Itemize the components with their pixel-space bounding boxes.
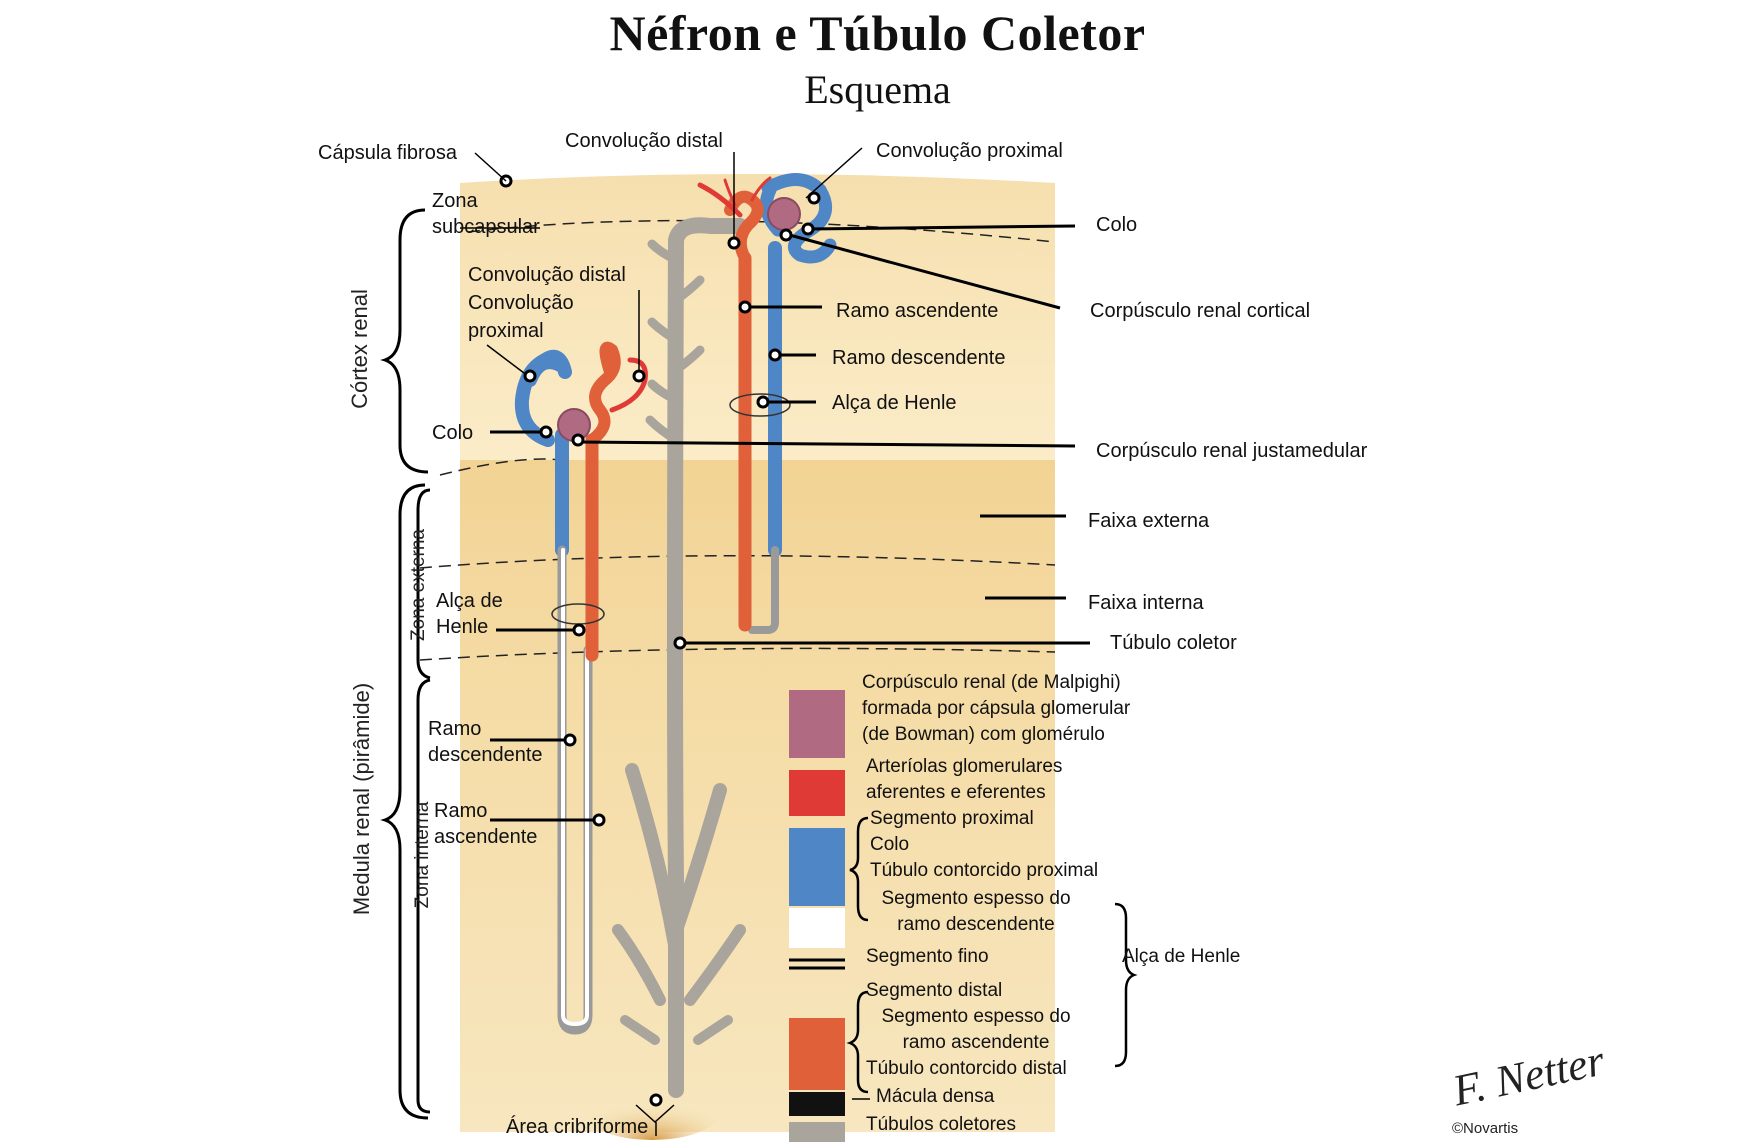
legend-macula-densa: Mácula densa <box>876 1086 995 1107</box>
swatch-arteriolas <box>789 770 845 816</box>
legend-proximal-2: Colo <box>870 834 910 855</box>
label-convolucao-distal-top: Convolução distal <box>565 130 723 152</box>
swatch-macula <box>789 1092 845 1116</box>
swatch-coletores <box>789 1122 845 1142</box>
legend-corpusculo-3: (de Bowman) com glomérulo <box>862 724 1105 745</box>
medulla-brace <box>380 483 429 1120</box>
legend-distal-1: Segmento distal <box>866 980 1003 1001</box>
zona-externa-brace <box>416 488 431 680</box>
legend-espesso-asc-2: ramo ascendente <box>902 1032 1050 1053</box>
label-zona-subcapsular-1: Zona <box>432 190 478 212</box>
label-faixa-interna: Faixa interna <box>1088 592 1204 614</box>
zone-braces <box>380 208 431 1120</box>
legend-espesso-asc-1: Segmento espesso do <box>881 1006 1071 1027</box>
legend-braces <box>846 816 1138 1094</box>
legend-contorcido-distal: Túbulo contorcido distal <box>866 1058 1067 1079</box>
area-cribriforme-region <box>582 1080 722 1140</box>
legend-alca-de-henle: Alça de Henle <box>1122 946 1241 967</box>
legend-arteriolas-1: Arteríolas glomerulares <box>866 756 1063 777</box>
cortex-brace <box>380 208 429 474</box>
label-ramo-descendente-top: Ramo descendente <box>832 347 1006 369</box>
swatch-proximal <box>789 828 845 906</box>
page-title: Néfron e Túbulo Coletor <box>609 5 1146 61</box>
label-tubulo-coletor: Túbulo coletor <box>1110 632 1237 654</box>
cortical-nephron <box>697 173 837 634</box>
legend-arteriolas-2: aferentes e eferentes <box>866 782 1046 803</box>
label-alca-henle-top: Alça de Henle <box>832 392 957 414</box>
label-zona-subcapsular-2: subcapsular <box>432 216 540 238</box>
swatch-distal <box>789 1018 845 1090</box>
label-ramo-ascendente-top: Ramo ascendente <box>836 300 999 322</box>
legend-espesso-desc-2: ramo descendente <box>897 914 1055 935</box>
legend-espesso-desc-1: Segmento espesso do <box>881 888 1071 909</box>
label-ramo-descendente-bottom-1: Ramo <box>428 718 482 740</box>
label-area-cribriforme: Área cribriforme <box>506 1116 649 1138</box>
zona-interna-brace <box>416 678 431 1114</box>
page-subtitle: Esquema <box>804 67 951 112</box>
label-alca-henle-left-1: Alça de <box>436 590 503 612</box>
label-corpusculo-cortical: Corpúsculo renal cortical <box>1090 300 1311 322</box>
label-convolucao-proximal-left-1: Convolução <box>468 292 574 314</box>
label-ramo-descendente-bottom-2: descendente <box>428 744 543 766</box>
legend-proximal-3: Túbulo contorcido proximal <box>870 860 1099 881</box>
cortex-region <box>460 174 1055 460</box>
label-alca-henle-left-2: Henle <box>436 616 489 638</box>
legend-proximal-1: Segmento proximal <box>870 808 1034 829</box>
label-zona-interna: Zona interna <box>412 801 433 909</box>
label-zona-externa: Zona externa <box>408 529 429 641</box>
legend-corpusculo-1: Corpúsculo renal (de Malpighi) <box>862 672 1121 693</box>
label-cortex-renal: Córtex renal <box>347 289 372 409</box>
label-colo-right: Colo <box>1096 214 1138 236</box>
swatch-corpusculo <box>789 690 845 758</box>
label-ramo-ascendente-bottom-1: Ramo <box>434 800 488 822</box>
marker-dots <box>523 191 821 1107</box>
label-capsula-fibrosa: Cápsula fibrosa <box>318 142 457 164</box>
tissue-block <box>419 174 1056 1140</box>
label-corpusculo-justamedular: Corpúsculo renal justamedular <box>1096 440 1368 462</box>
legend-tubulos-coletores: Túbulos coletores <box>866 1114 1016 1135</box>
legend-swatches <box>789 690 845 1142</box>
label-colo-left: Colo <box>432 422 474 444</box>
label-medula-renal: Medula renal (pirâmide) <box>349 682 374 916</box>
leader-lines <box>460 147 1090 1136</box>
legend-fino: Segmento fino <box>866 946 989 967</box>
swatch-espesso-desc <box>789 908 845 948</box>
copyright-notice: ©Novartis <box>1452 1120 1519 1137</box>
label-convolucao-distal-left: Convolução distal <box>468 264 626 286</box>
label-faixa-externa: Faixa externa <box>1088 510 1210 532</box>
medulla-region <box>460 460 1055 1132</box>
collecting-tubule <box>612 217 748 1098</box>
label-convolucao-proximal-top: Convolução proximal <box>876 140 1063 162</box>
label-ramo-ascendente-bottom-2: ascendente <box>434 826 538 848</box>
label-convolucao-proximal-left-2: proximal <box>468 320 544 342</box>
legend-corpusculo-2: formada por cápsula glomerular <box>862 698 1131 719</box>
